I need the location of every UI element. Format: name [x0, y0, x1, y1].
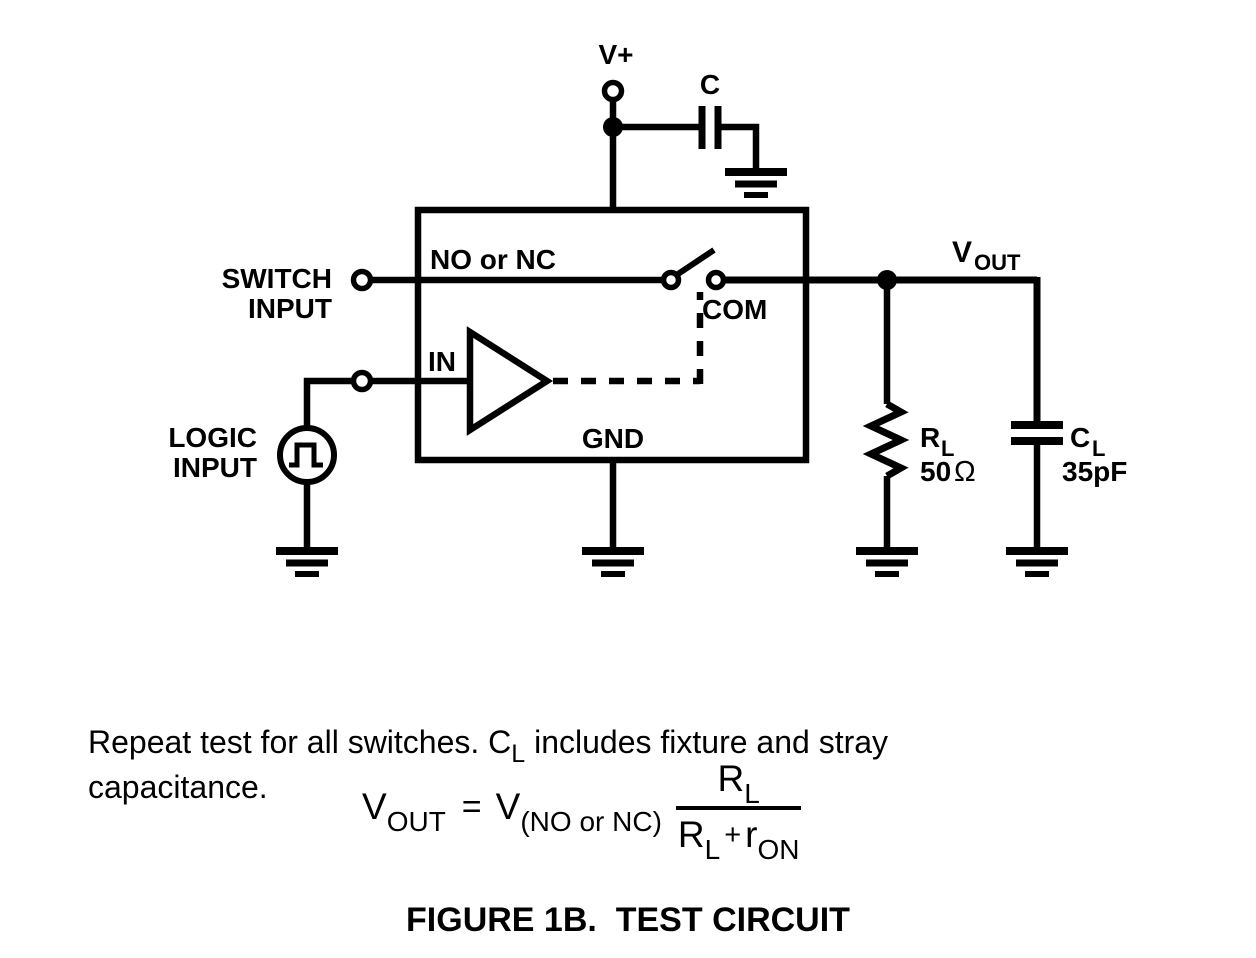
eq-fraction-denominator: RL+rON	[675, 806, 802, 863]
note-text: Repeat test for all switches. CL include…	[88, 720, 1088, 810]
eq-rhs: V(NO or NC)	[495, 786, 662, 835]
eq-den-r2-sub: ON	[757, 833, 800, 865]
switch-input-label-line2: INPUT	[248, 293, 332, 324]
logic-input-label-line2: INPUT	[173, 452, 257, 483]
logic-input-terminal-icon	[350, 369, 374, 393]
eq-num-sub: L	[744, 777, 760, 809]
rl-value-unit: Ω	[954, 456, 976, 488]
v-plus-label: V+	[598, 39, 633, 70]
eq-lhs-sub: OUT	[386, 805, 446, 837]
vout-label: V	[952, 236, 972, 269]
circuit-diagram: V+ C SWITCH INPUT NO or NC COM V OUT LOG…	[168, 39, 1127, 660]
driver-triangle-icon	[466, 326, 554, 436]
switch-pole-right-icon	[705, 269, 727, 291]
cap-right-wire	[718, 123, 760, 170]
eq-lhs: VOUT	[362, 786, 446, 835]
note-line2: capacitance.	[88, 769, 268, 805]
cl-label-sub: L	[1092, 436, 1105, 461]
ground-symbol-logic	[276, 551, 338, 574]
cl-value: 35pF	[1062, 456, 1127, 487]
eq-den-r1-sub: L	[704, 833, 721, 865]
ground-symbol-cl	[1006, 551, 1068, 574]
ground-symbol-cap	[725, 172, 787, 195]
com-pin-label: COM	[702, 294, 767, 325]
vout-label-sub: OUT	[974, 250, 1021, 275]
no-or-nc-pin-label: NO or NC	[430, 244, 556, 275]
logic-input-label-line1: LOGIC	[168, 422, 257, 453]
eq-fraction: RL RL+rON	[675, 758, 802, 863]
v-plus-terminal-icon	[601, 79, 625, 103]
rl-label-sub: L	[941, 436, 954, 461]
figure-caption: FIGURE 1B. TEST CIRCUIT	[406, 901, 850, 939]
note-line1-post: includes fixture and stray	[525, 724, 889, 760]
eq-lhs-main: V	[362, 786, 387, 827]
switch-input-terminal-icon	[350, 268, 374, 292]
eq-rhs-sub: (NO or NC)	[520, 805, 662, 837]
pulse-waveform-icon	[289, 442, 323, 468]
rl-value: 50	[920, 456, 951, 487]
eq-den-r2: r	[745, 814, 758, 855]
rl-label: R	[920, 422, 940, 453]
cl-label: C	[1070, 422, 1090, 453]
eq-rhs-main: V	[495, 786, 521, 827]
eq-equals: =	[461, 787, 482, 826]
ground-symbol-rl	[856, 551, 918, 574]
switch-input-label-line1: SWITCH	[222, 263, 332, 294]
eq-num-main: R	[717, 758, 745, 799]
logic-input-wire-top	[303, 377, 353, 428]
switch-pole-left-icon	[660, 269, 682, 291]
eq-fraction-numerator: RL	[712, 758, 766, 809]
note-line1-sub: L	[511, 739, 526, 768]
gnd-pin-label: GND	[582, 423, 644, 454]
in-pin-label: IN	[428, 346, 456, 377]
vout-equation: VOUT = V(NO or NC) RL RL+rON	[362, 758, 802, 863]
note-line1-pre: Repeat test for all switches. C	[88, 724, 512, 760]
ground-symbol-gnd-pin	[582, 551, 644, 574]
switch-blade-icon	[676, 247, 716, 277]
pulse-source-icon	[277, 425, 337, 485]
eq-den-plus: +	[724, 818, 742, 851]
eq-den-r1: R	[677, 814, 705, 855]
cap-c-label: C	[700, 69, 720, 100]
rl-resistor-icon	[862, 400, 910, 480]
